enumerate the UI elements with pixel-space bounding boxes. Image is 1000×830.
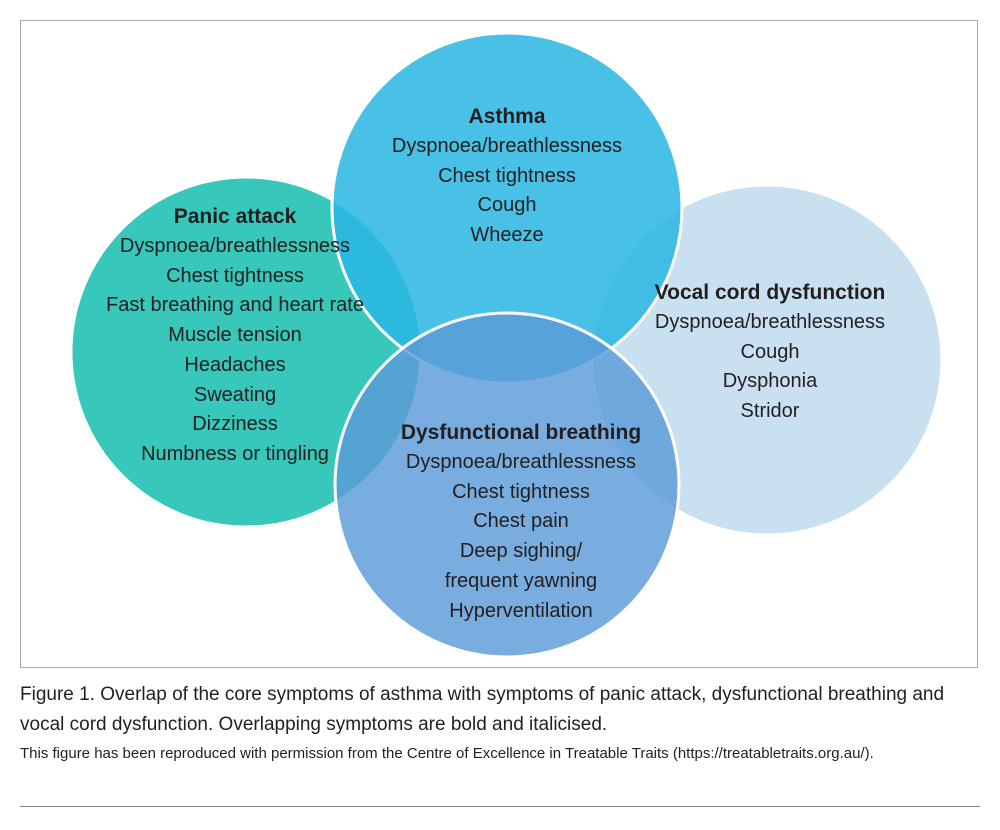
panic-title: Panic attack xyxy=(173,205,297,228)
figure-caption: Figure 1. Overlap of the core symptoms o… xyxy=(20,680,980,740)
dysfunctional-item: Dyspnoea/breathlessness xyxy=(405,451,637,473)
vocal-item: Cough xyxy=(740,340,800,363)
caption-text: Overlap of the core symptoms of asthma w… xyxy=(20,684,945,735)
panic-item: Numbness or tingling xyxy=(141,442,329,465)
vocal-set: Vocal cord dysfunction Dyspnoea/breathle… xyxy=(610,278,930,427)
asthma-set: Asthma Dyspnoea/breathlessness Chest tig… xyxy=(307,102,707,251)
panic-item: Headaches xyxy=(184,353,286,376)
dysfunctional-title: Dysfunctional breathing xyxy=(400,421,642,444)
panic-item: Muscle tension xyxy=(168,324,302,347)
asthma-item: Dyspnoea/breathlessness xyxy=(391,135,623,157)
asthma-item: Wheeze xyxy=(470,224,544,247)
figure-frame xyxy=(20,20,978,668)
dysfunctional-item: frequent yawning xyxy=(444,569,598,592)
dysfunctional-item: Chest tightness xyxy=(452,480,590,503)
dysfunctional-circle xyxy=(333,311,681,659)
venn-diagram: Asthma Dyspnoea/breathlessness Chest tig… xyxy=(20,20,978,668)
vocal-title: Vocal cord dysfunction xyxy=(654,281,886,304)
dysfunctional-item: Hyperventilation xyxy=(449,599,593,622)
panic-set: Panic attack Dyspnoea/breathlessness Che… xyxy=(60,202,410,470)
panic-item: Dizziness xyxy=(192,413,278,436)
dysfunctional-set: Dysfunctional breathing Dyspnoea/breathl… xyxy=(344,418,698,626)
panic-item: Sweating xyxy=(193,383,277,406)
vocal-item: Dysphonia xyxy=(722,370,818,393)
dysfunctional-item: Chest pain xyxy=(473,510,569,533)
asthma-title: Asthma xyxy=(468,105,546,128)
panic-item: Dyspnoea/breathlessness xyxy=(119,235,351,257)
venn-circles xyxy=(69,31,944,659)
asthma-item: Chest tightness xyxy=(438,164,576,187)
asthma-item: Cough xyxy=(477,194,537,217)
figure-credit: This figure has been reproduced with per… xyxy=(20,745,874,762)
figure-label: Figure 1. xyxy=(20,684,95,705)
panic-item: Fast breathing and heart rate xyxy=(106,294,364,317)
vocal-item: Stridor xyxy=(740,400,800,423)
panic-item: Chest tightness xyxy=(166,264,304,287)
vocal-item: Dyspnoea/breathlessness xyxy=(654,311,886,333)
dysfunctional-item: Deep sighing/ xyxy=(459,540,583,563)
bottom-divider xyxy=(20,806,980,807)
